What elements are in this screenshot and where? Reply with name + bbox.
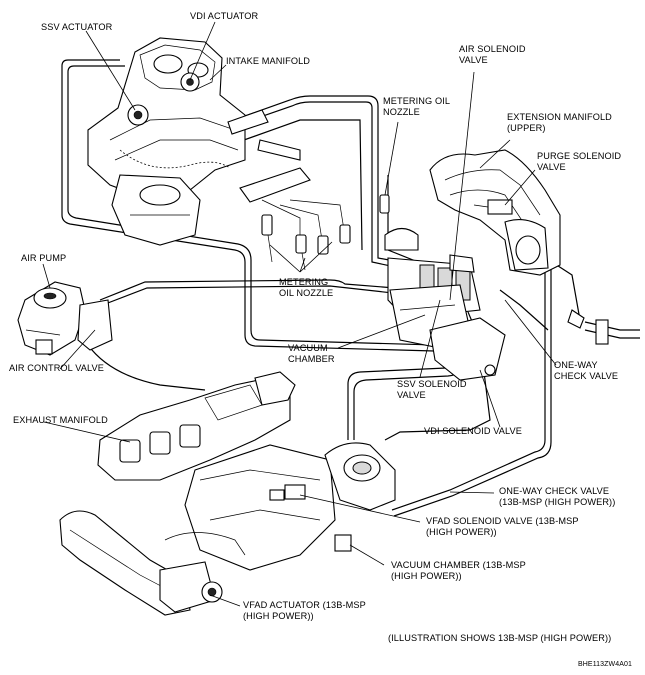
label-vdi-actuator: VDI ACTUATOR <box>190 11 259 21</box>
label-vacuum-chamber: VACUUM CHAMBER <box>288 343 335 364</box>
label-ssv-actuator: SSV ACTUATOR <box>41 22 113 32</box>
vfad-assembly <box>59 442 396 616</box>
label-vacuum-chamber-hp: VACUUM CHAMBER (13B-MSP (HIGH POWER)) <box>391 560 526 581</box>
figure-code: BHE113ZW4A01 <box>578 661 632 668</box>
label-one-way-check-valve: ONE-WAY CHECK VALVE <box>554 360 619 381</box>
exhaust-manifold <box>97 371 296 481</box>
label-vdi-solenoid-valve: VDI SOLENOID VALVE <box>424 426 522 436</box>
label-intake-manifold: INTAKE MANIFOLD <box>226 56 311 66</box>
air-pump-assembly <box>17 281 113 356</box>
label-metering-oil-nozzle-mid: METERING OIL NOZZLE <box>279 277 334 298</box>
label-vfad-actuator: VFAD ACTUATOR (13B-MSP (HIGH POWER)) <box>243 600 366 621</box>
leader-lines <box>42 21 557 607</box>
right-hose-fitting <box>567 309 640 345</box>
label-one-way-check-valve-hp: ONE-WAY CHECK VALVE (13B-MSP (HIGH POWER… <box>499 486 616 507</box>
label-metering-oil-nozzle-top: METERING OIL NOZZLE <box>383 96 451 117</box>
label-exhaust-manifold: EXHAUST MANIFOLD <box>13 415 108 425</box>
label-purge-solenoid-valve: PURGE SOLENOID VALVE <box>537 151 622 172</box>
label-air-solenoid-valve: AIR SOLENOID VALVE <box>459 44 526 65</box>
label-vfad-solenoid-valve: VFAD SOLENOID VALVE (13B-MSP (HIGH POWER… <box>426 516 579 537</box>
label-extension-manifold: EXTENSION MANIFOLD (UPPER) <box>507 112 612 133</box>
metering-oil-nozzles <box>239 167 390 271</box>
label-ssv-solenoid-valve: SSV SOLENOID VALVE <box>397 379 467 400</box>
label-illustration-note: (ILLUSTRATION SHOWS 13B-MSP (HIGH POWER)… <box>388 633 612 643</box>
intake-manifold-assembly <box>87 37 301 246</box>
label-air-pump: AIR PUMP <box>21 253 67 263</box>
label-air-control-valve: AIR CONTROL VALVE <box>9 363 104 373</box>
solenoid-valve-block <box>384 227 506 381</box>
